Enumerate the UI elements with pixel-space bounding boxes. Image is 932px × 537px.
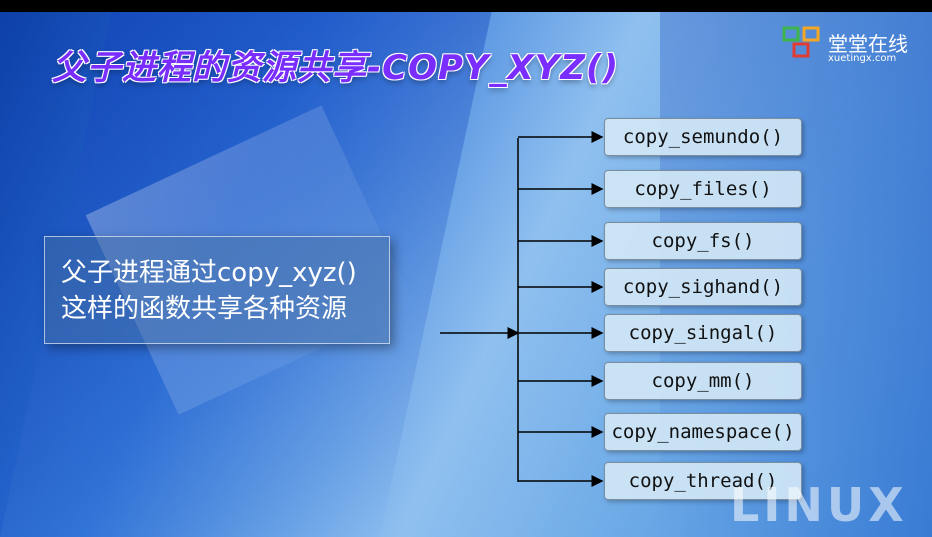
description-box: 父子进程通过copy_xyz() 这样的函数共享各种资源 bbox=[44, 236, 390, 344]
description-line-2: 这样的函数共享各种资源 bbox=[61, 294, 348, 324]
function-box: copy_files() bbox=[604, 170, 802, 208]
slide-title: 父子进程的资源共享-COPY_XYZ() bbox=[52, 48, 620, 88]
xuetang-logo-icon bbox=[782, 26, 820, 58]
function-box: copy_namespace() bbox=[604, 413, 802, 451]
description-line-1: 父子进程通过copy_xyz() bbox=[61, 258, 357, 288]
function-box: copy_semundo() bbox=[604, 118, 802, 156]
function-box: copy_mm() bbox=[604, 362, 802, 400]
linux-watermark: LINUX bbox=[730, 478, 908, 532]
function-box: copy_singal() bbox=[604, 314, 802, 352]
watermark-text: 堂堂在线 bbox=[828, 32, 908, 56]
function-box: copy_fs() bbox=[604, 222, 802, 260]
watermark-url: xuetingx.com bbox=[828, 53, 897, 64]
function-box: copy_thread() bbox=[604, 462, 802, 500]
function-box: copy_sighand() bbox=[604, 268, 802, 306]
top-black-bar bbox=[0, 0, 932, 12]
